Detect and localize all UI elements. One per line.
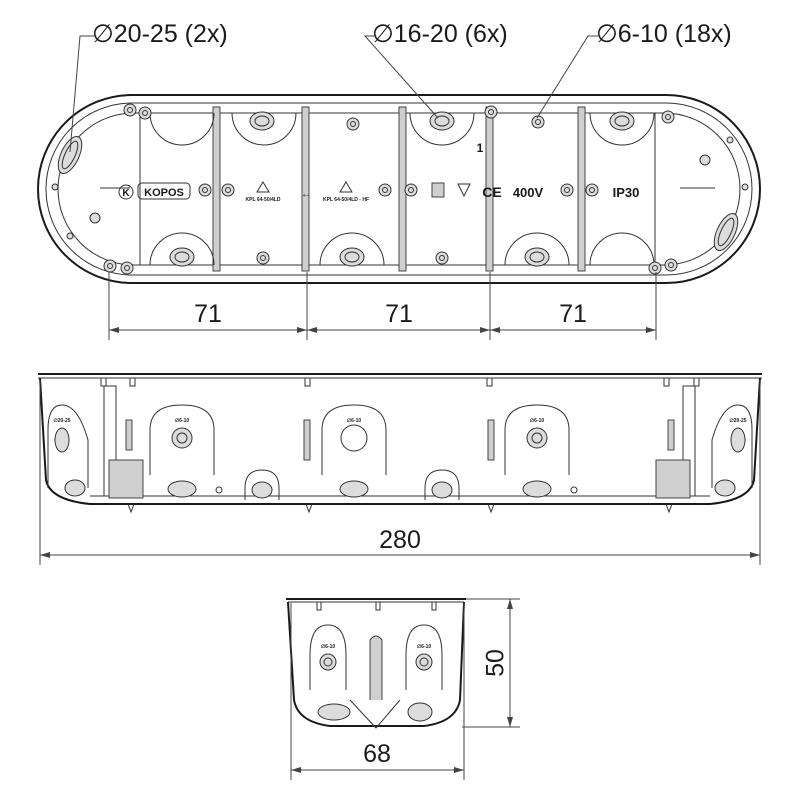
triangle-symbol-icon — [457, 183, 471, 198]
knockout-label-2: ∅6-10 — [347, 418, 362, 424]
front-top-nubs — [100, 377, 700, 387]
ce-mark: CE — [482, 184, 501, 200]
side-knockout-label-left: ∅20-25 — [53, 418, 70, 424]
callout-small-holes: ∅6-10 (18x) — [596, 20, 732, 48]
pitch-dimension-3: 71 — [559, 300, 587, 328]
model-label-right: KPL 64-50/4LD - HF — [323, 197, 369, 203]
front-side-posts — [103, 385, 696, 499]
large-knockout-holes — [57, 135, 739, 252]
overall-length: 280 — [379, 526, 421, 554]
pitch-dimension-2: 71 — [385, 300, 413, 328]
callout-medium-holes: ∅16-20 (6x) — [372, 20, 508, 48]
box-inner-outline — [45, 102, 753, 276]
brand-name: KOPOS — [144, 187, 184, 199]
front-bottom-knockouts — [64, 469, 736, 514]
callout-large-holes: ∅20-25 (2x) — [92, 20, 228, 48]
small-knockout-holes — [51, 103, 749, 275]
knockout-label-3: ∅6-10 — [530, 418, 545, 424]
voltage-rating: 400V — [513, 185, 544, 200]
pitch-dimensions: 71 71 71 — [108, 272, 657, 340]
partition-ribs — [100, 106, 715, 272]
box-outer-outline — [37, 94, 761, 284]
front-view: ∅6-10 ∅6-10 ∅6-10 ∅20-25 ∅20-25 — [38, 373, 762, 565]
direction-arrow: ← — [301, 189, 311, 200]
box-height: 50 — [482, 649, 510, 677]
side-view: ∅6-10 ∅6-10 50 68 — [286, 598, 520, 780]
device-recesses — [149, 112, 655, 266]
flame-symbol-icon — [431, 182, 445, 198]
ip-rating: IP30 — [613, 185, 640, 200]
hole-callouts: ∅20-25 (2x) ∅16-20 (6x) ∅6-10 (18x) — [69, 20, 732, 153]
side-knockout-label-b: ∅6-10 — [417, 644, 432, 650]
width-dimension: 68 — [290, 603, 465, 780]
side-knockout-label-right: ∅20-25 — [729, 418, 746, 424]
model-label-left: KPL 64-50/4LD — [246, 197, 281, 203]
pitch-dimension-1: 71 — [194, 300, 222, 328]
length-dimension: 280 — [39, 380, 761, 565]
brand-letter: K — [122, 188, 130, 199]
knockout-label-1: ∅6-10 — [175, 418, 190, 424]
height-dimension: 50 — [462, 598, 520, 728]
orientation-mark: 1 — [477, 141, 484, 155]
front-body-outline — [39, 377, 761, 505]
side-body-outline — [287, 601, 465, 727]
side-knockout-label-a: ∅6-10 — [321, 644, 336, 650]
front-knockout-lobes: ∅6-10 ∅6-10 ∅6-10 ∅20-25 ∅20-25 — [47, 404, 753, 488]
top-view: K KOPOS KPL 64-50/4LD ← KPL 64-50/4LD - … — [37, 20, 761, 340]
box-markings: K KOPOS KPL 64-50/4LD ← KPL 64-50/4LD - … — [118, 141, 640, 203]
box-width: 68 — [363, 740, 391, 768]
